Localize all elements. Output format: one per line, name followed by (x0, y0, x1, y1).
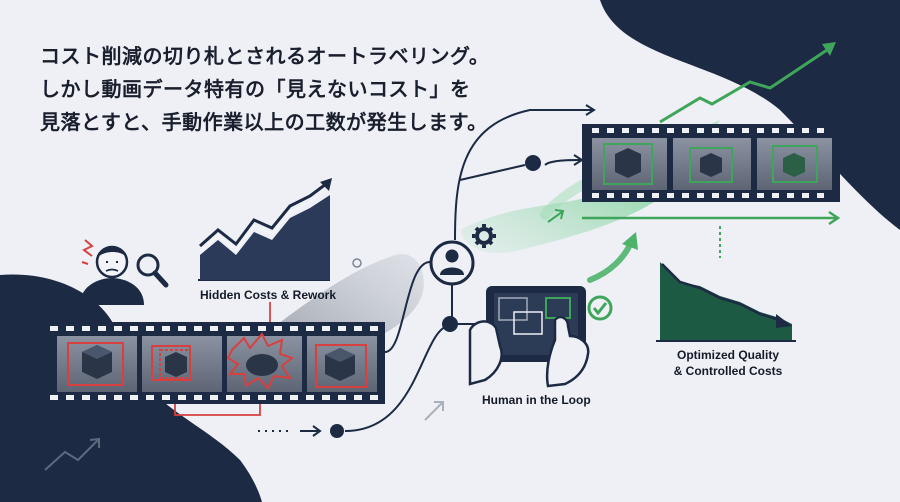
background-blob-top-right (600, 0, 900, 230)
mint-smoke-blob (460, 120, 720, 254)
distorted-object-icon (246, 354, 278, 376)
person-stressed-icon (80, 245, 144, 305)
check-circle-icon (587, 295, 613, 321)
headline-line-2: しかし動画データ特有の「見えないコスト」を (40, 77, 471, 101)
flow-node-upper (525, 155, 541, 171)
headline-line-3: 見落とすと、手動作業以上の工数が発生します。 (40, 110, 488, 134)
film-strip-right (582, 124, 840, 202)
flow-node-middle (442, 316, 458, 332)
person-circle-icon (429, 240, 475, 286)
flow-node-bottom (330, 424, 344, 438)
mint-arrow-loop (587, 237, 635, 283)
faint-arrow-up (424, 401, 444, 421)
small-dot (352, 258, 362, 268)
gear-icon (472, 224, 496, 248)
tablet-hands-icon (468, 286, 590, 388)
human-loop-label: Human in the Loop (482, 393, 591, 407)
flow-paths-upper (454, 104, 596, 241)
headline-text: コスト削減の切り札とされるオートラベリング。 しかし動画データ特有の「見えないコ… (40, 40, 510, 139)
film-strip-left (40, 322, 385, 404)
flow-path-bottom (258, 324, 451, 437)
rising-chart-icon (198, 178, 332, 281)
declining-chart-icon (656, 262, 796, 342)
magnifier-icon (136, 253, 169, 288)
stress-mark-icon (81, 239, 94, 265)
flow-arrow-green-right (582, 210, 841, 226)
optimized-label-line-1: Optimized Quality (676, 348, 779, 362)
growth-arrow-icon (659, 42, 836, 124)
faint-trend-arrow-icon (44, 437, 100, 471)
headline-line-1: コスト削減の切り札とされるオートラベリング。 (40, 44, 490, 68)
flow-path-left-hub (384, 261, 431, 353)
flow-arrow-green-small (547, 209, 565, 223)
hidden-costs-label: Hidden Costs & Rework (200, 288, 337, 302)
error-burst-icon (226, 332, 295, 390)
optimized-label-line-2: & Controlled Costs (673, 364, 783, 378)
